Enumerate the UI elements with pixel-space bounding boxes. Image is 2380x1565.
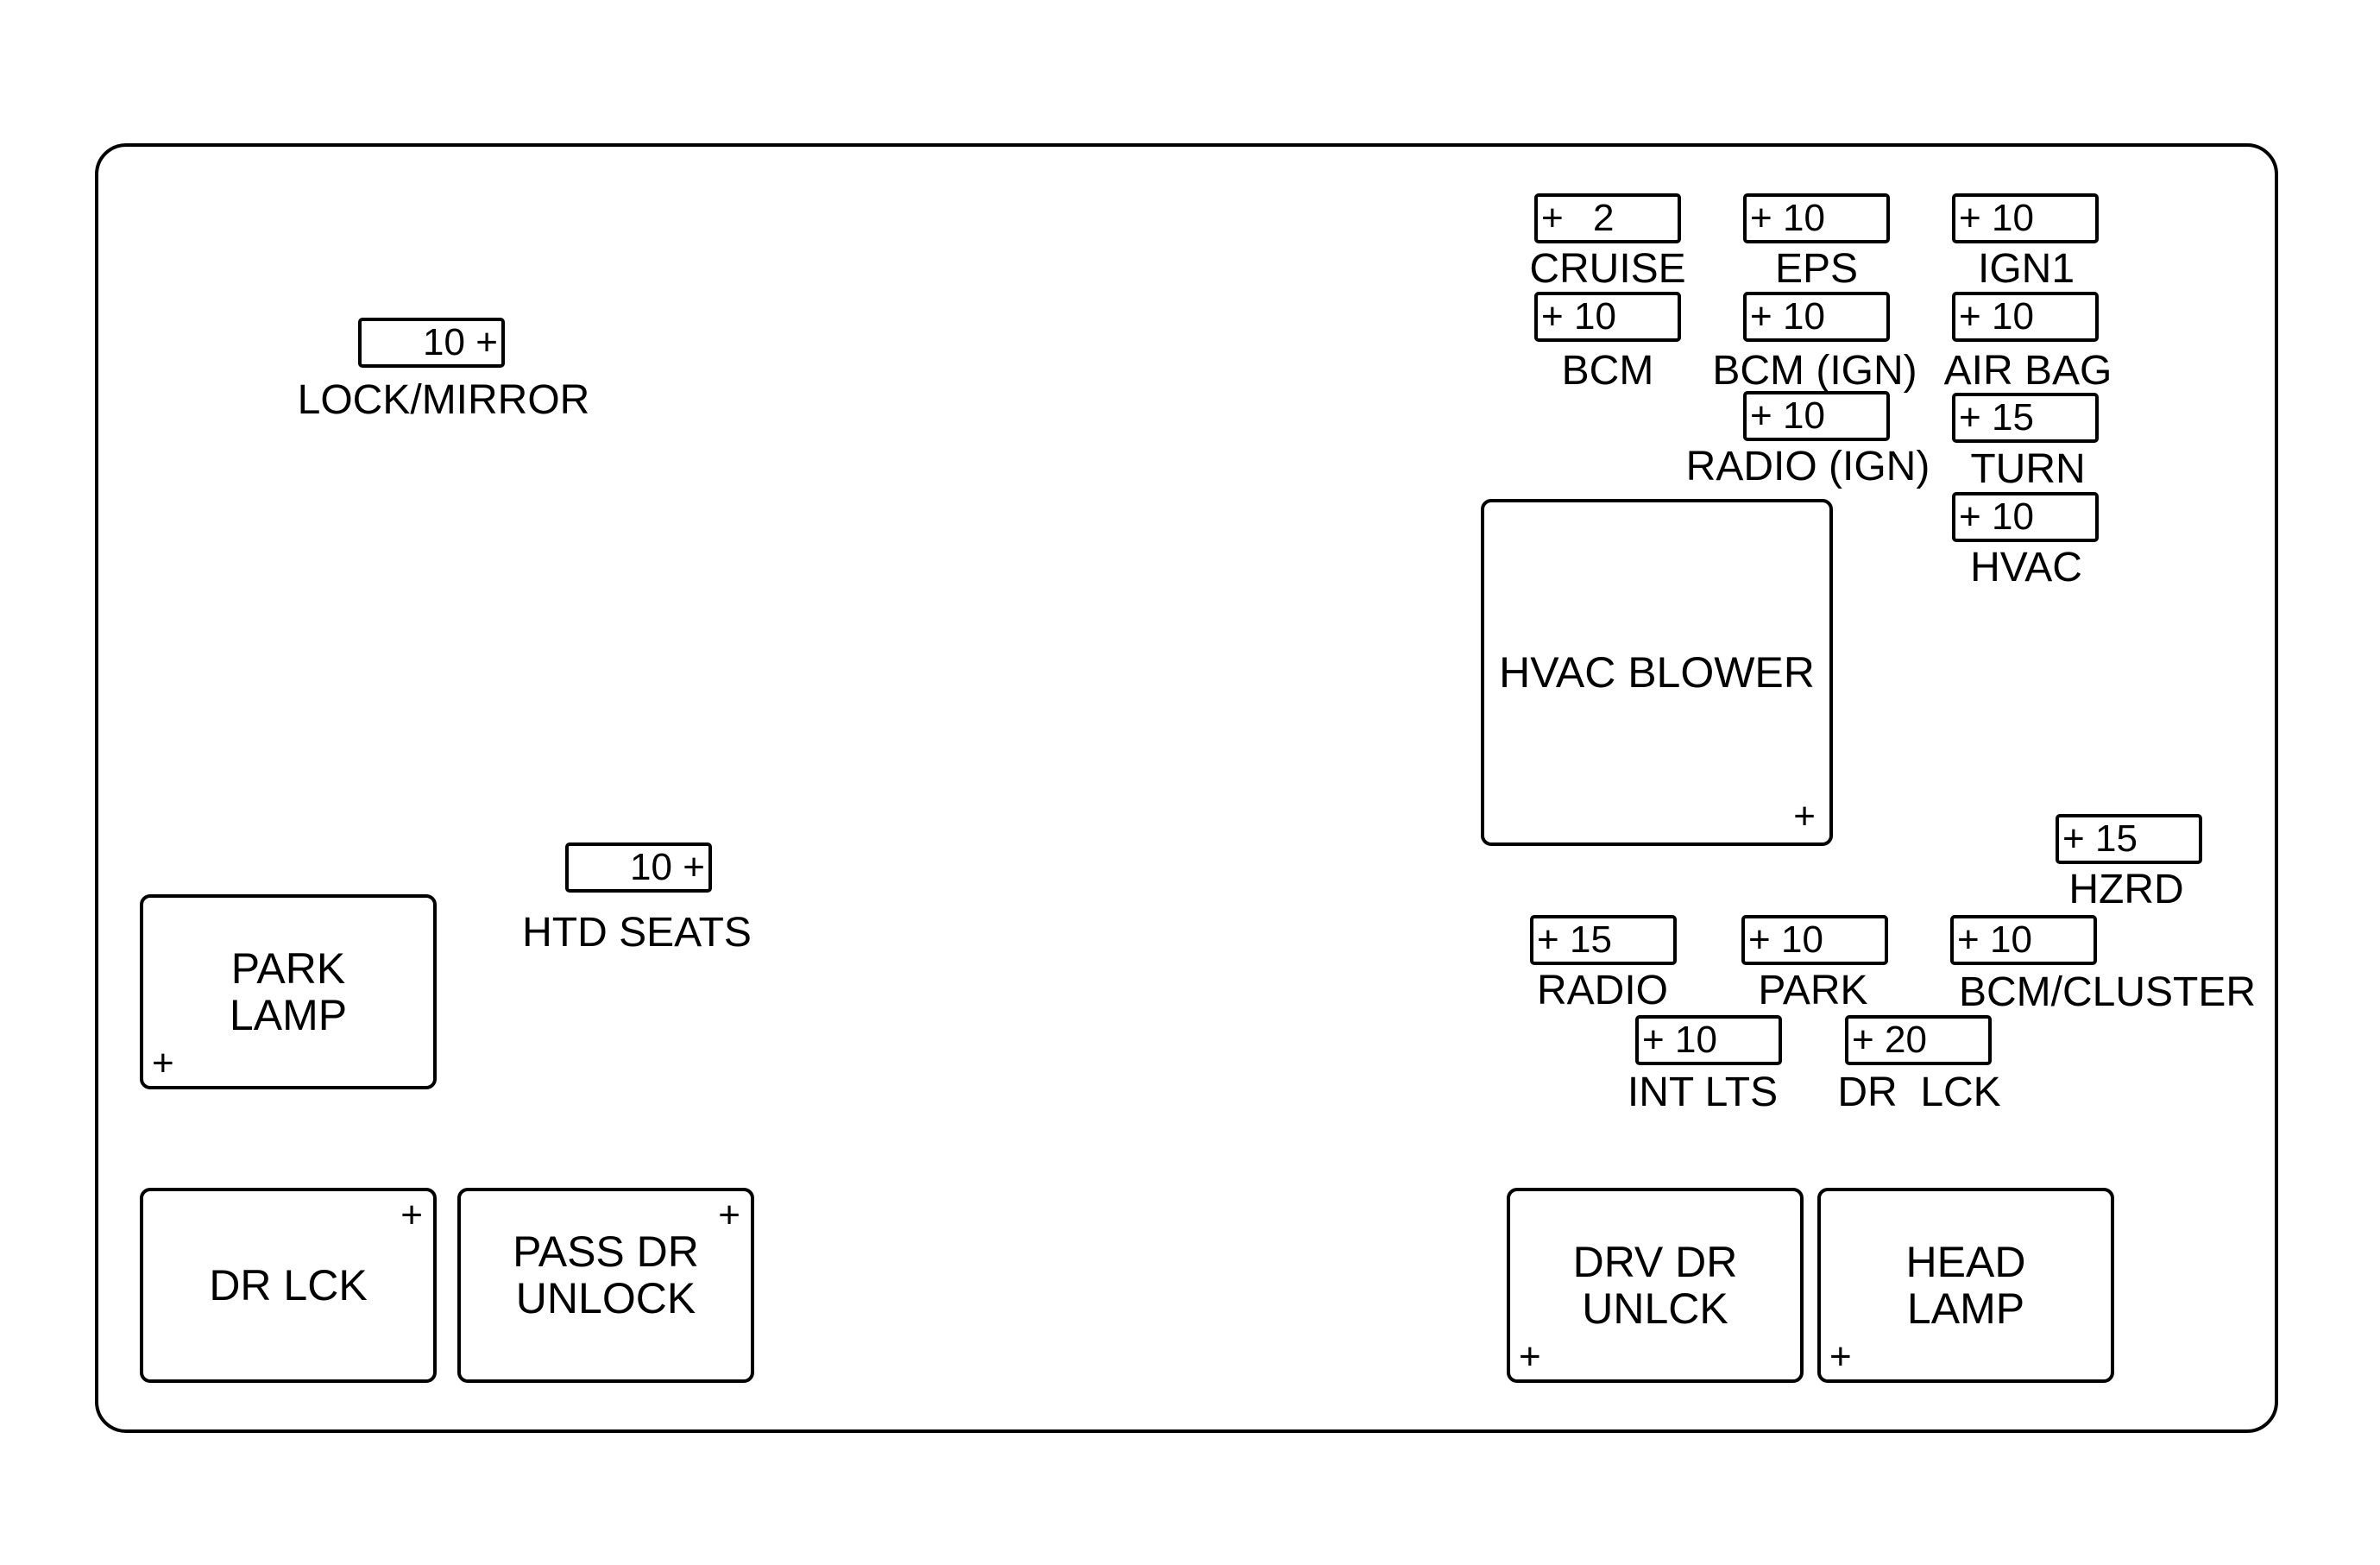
relay-label: HVAC BLOWER <box>1499 648 1815 697</box>
fuse-amp-rating: 15 <box>1570 918 1612 961</box>
fuse-htd-seats: 10 + <box>565 842 712 893</box>
fuse-amp-rating: 15 <box>1992 396 2034 439</box>
plus-terminal-icon: + <box>1750 295 1772 338</box>
fuse-label-cruise: CRUISE <box>1529 246 1686 292</box>
fuse-amp-rating: 15 <box>2095 817 2138 860</box>
plus-terminal-icon: + <box>683 846 705 888</box>
fuse-amp-rating: 10 <box>1992 197 2034 239</box>
fuse-amp-rating: 10 <box>1783 394 1825 437</box>
relay-label: DRV DR UNLCK <box>1572 1238 1738 1333</box>
fuse-amp-rating: 10 <box>423 321 465 363</box>
plus-terminal-icon: + <box>1748 918 1771 961</box>
plus-terminal-icon: + <box>1959 495 1981 538</box>
plus-terminal-icon: + <box>2062 817 2085 860</box>
fuse-turn: + 15 <box>1952 393 2099 443</box>
fuse-eps: + 10 <box>1743 193 1890 243</box>
fuse-amp-rating: 10 <box>1990 918 2032 961</box>
fuse-int-lts: + 10 <box>1635 1015 1782 1065</box>
relay-hvac-blower: HVAC BLOWER + <box>1481 499 1833 846</box>
fuse-amp-rating: 10 <box>1783 197 1825 239</box>
plus-terminal-icon: + <box>1537 918 1559 961</box>
fuse-label-bcm-cluster: BCM/CLUSTER <box>1958 969 2257 1015</box>
plus-terminal-icon: + <box>1957 918 1980 961</box>
relay-drv-dr-unlck: DRV DR UNLCK + <box>1507 1188 1804 1383</box>
plus-terminal-icon: + <box>1541 295 1564 338</box>
fuse-radio: + 15 <box>1530 915 1677 965</box>
fuse-radio-ign: + 10 <box>1743 391 1890 441</box>
plus-terminal-icon: + <box>1852 1019 1874 1061</box>
plus-terminal-icon: + <box>1959 197 1981 239</box>
fuse-lock-mirror: 10 + <box>358 318 505 368</box>
relay-label: DR LCK <box>209 1261 368 1309</box>
fuse-label-eps: EPS <box>1774 246 1859 292</box>
plus-terminal-icon: + <box>1959 396 1981 439</box>
fuse-block-panel <box>95 143 2278 1433</box>
relay-label: HEAD LAMP <box>1905 1238 2026 1333</box>
fuse-label-air-bag: AIR BAG <box>1943 348 2112 394</box>
fuse-label-lock-mirror: LOCK/MIRROR <box>297 377 590 423</box>
relay-head-lamp: HEAD LAMP + <box>1817 1188 2114 1383</box>
fuse-bcm-cluster: + 10 <box>1950 915 2097 965</box>
fuse-label-turn: TURN <box>1970 446 2086 492</box>
plus-terminal-icon: + <box>475 321 498 363</box>
fuse-air-bag: + 10 <box>1952 292 2099 342</box>
relay-park-lamp: PARK LAMP + <box>140 894 437 1089</box>
fuse-amp-rating: 10 <box>1992 495 2034 538</box>
fuse-label-dr-lck: DR LCK <box>1837 1070 2001 1115</box>
plus-terminal-icon: + <box>400 1194 423 1236</box>
plus-terminal-icon: + <box>1642 1019 1665 1061</box>
plus-terminal-icon: + <box>1829 1335 1852 1378</box>
fuse-label-radio-ign: RADIO (IGN) <box>1685 444 1930 489</box>
fuse-label-htd-seats: HTD SEATS <box>522 910 752 956</box>
plus-terminal-icon: + <box>1750 197 1772 239</box>
fuse-park: + 10 <box>1741 915 1888 965</box>
fuse-label-park: PARK <box>1758 968 1868 1013</box>
fuse-ign1: + 10 <box>1952 193 2099 243</box>
fuse-bcm: + 10 <box>1534 292 1681 342</box>
plus-terminal-icon: + <box>1750 394 1772 437</box>
fuse-hzrd: + 15 <box>2056 814 2202 864</box>
fuse-amp-rating: 2 <box>1593 197 1615 239</box>
fuse-label-bcm-ign: BCM (IGN) <box>1712 348 1917 394</box>
plus-terminal-icon: + <box>1959 295 1981 338</box>
plus-terminal-icon: + <box>1793 795 1816 837</box>
relay-label: PARK LAMP <box>229 944 348 1039</box>
fuse-label-hvac: HVAC <box>1970 545 2082 590</box>
fuse-amp-rating: 10 <box>1675 1019 1717 1061</box>
fuse-dr-lck: + 20 <box>1845 1015 1992 1065</box>
fuse-label-hzrd: HZRD <box>2068 867 2184 912</box>
fuse-amp-rating: 20 <box>1885 1019 1927 1061</box>
fuse-amp-rating: 10 <box>1783 295 1825 338</box>
relay-dr-lck: DR LCK + <box>140 1188 437 1383</box>
fuse-amp-rating: 10 <box>1992 295 2034 338</box>
fuse-label-radio: RADIO <box>1536 968 1669 1013</box>
plus-terminal-icon: + <box>1541 197 1564 239</box>
fuse-label-bcm: BCM <box>1561 348 1654 394</box>
relay-pass-dr-unlock: PASS DR UNLOCK + <box>457 1188 754 1383</box>
plus-terminal-icon: + <box>152 1042 174 1084</box>
plus-terminal-icon: + <box>718 1194 740 1236</box>
relay-label: PASS DR UNLOCK <box>513 1227 699 1322</box>
plus-terminal-icon: + <box>1519 1335 1541 1378</box>
fuse-label-ign1: IGN1 <box>1977 246 2075 292</box>
fuse-label-int-lts: INT LTS <box>1627 1070 1779 1115</box>
fuse-amp-rating: 10 <box>630 846 672 888</box>
fuse-amp-rating: 10 <box>1781 918 1823 961</box>
fuse-hvac: + 10 <box>1952 492 2099 542</box>
fuse-cruise: + 2 <box>1534 193 1681 243</box>
fuse-amp-rating: 10 <box>1574 295 1616 338</box>
fuse-bcm-ign: + 10 <box>1743 292 1890 342</box>
